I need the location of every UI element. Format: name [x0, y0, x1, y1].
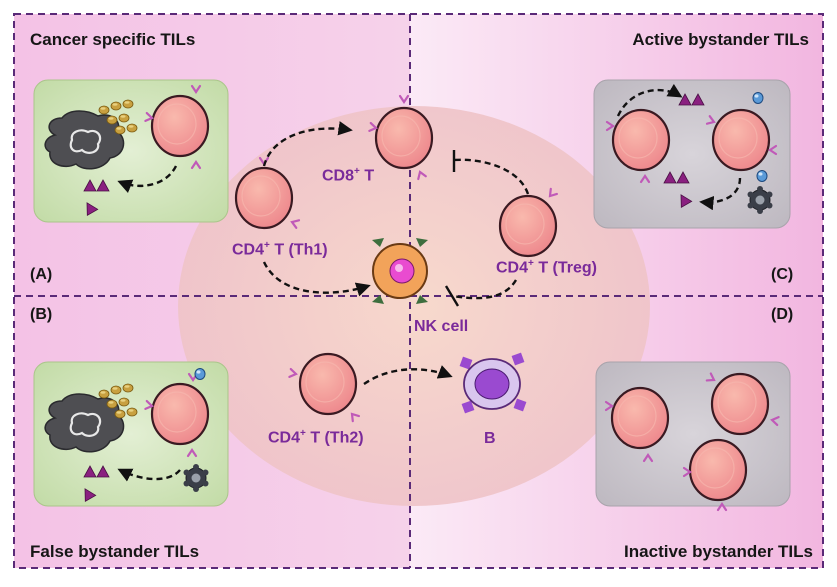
panel-a-box — [33, 79, 229, 223]
b-cell — [459, 352, 527, 414]
b-cell-label: B — [484, 430, 496, 447]
panel-b-box — [33, 361, 229, 507]
t-cell-icon — [688, 438, 748, 502]
arrow-th1-nk — [262, 261, 371, 297]
t-cell-icon — [711, 108, 771, 172]
cd4-th2-label: CD4+ T (Th2) — [268, 428, 364, 447]
quadrant-a-label: (A) — [30, 266, 53, 283]
inhibit-treg-nk — [451, 279, 518, 300]
quadrant-c-title: Active bystander TILs — [632, 30, 809, 49]
cd4-th1-cell — [234, 166, 294, 230]
panel-d-box — [595, 361, 791, 512]
cd4-treg-label: CD4+ T (Treg) — [496, 258, 597, 277]
tumor-cell-icon — [44, 393, 125, 453]
quadrant-a-title: Cancer specific TILs — [30, 30, 196, 49]
cd8-cell — [374, 106, 434, 170]
cd4-treg-cell — [498, 194, 558, 258]
quadrant-d-label: (D) — [771, 306, 794, 323]
tumor-cell-icon — [44, 110, 125, 170]
t-cell-icon — [610, 386, 670, 450]
arrow-th1-cd8 — [262, 121, 353, 167]
panel-c-box — [593, 79, 791, 229]
quadrant-d-title: Inactive bystander TILs — [624, 542, 813, 561]
tumor-nucleus-icon — [69, 129, 102, 154]
t-cell-icon — [710, 372, 770, 436]
cd4-th1-label: CD4+ T (Th1) — [232, 240, 328, 259]
arrow-th2-b — [363, 365, 453, 385]
tumor-nucleus-icon — [69, 412, 102, 437]
t-cell-icon — [150, 94, 210, 158]
arrow-c2 — [699, 177, 742, 211]
quadrant-b-title: False bystander TILs — [30, 542, 200, 561]
arrow-a — [117, 165, 178, 193]
quadrant-c-label: (C) — [771, 266, 794, 283]
cd8-label: CD8+ T — [322, 166, 375, 185]
outer-border — [13, 13, 824, 569]
nk-cell — [372, 238, 428, 304]
arrow-b — [117, 468, 181, 482]
t-cell-icon — [150, 382, 210, 446]
cd4-th2-cell — [298, 352, 358, 416]
quadrant-b-label: (B) — [30, 306, 53, 323]
t-cell-icon — [611, 108, 671, 172]
nk-cell-label: NK cell — [414, 318, 469, 335]
